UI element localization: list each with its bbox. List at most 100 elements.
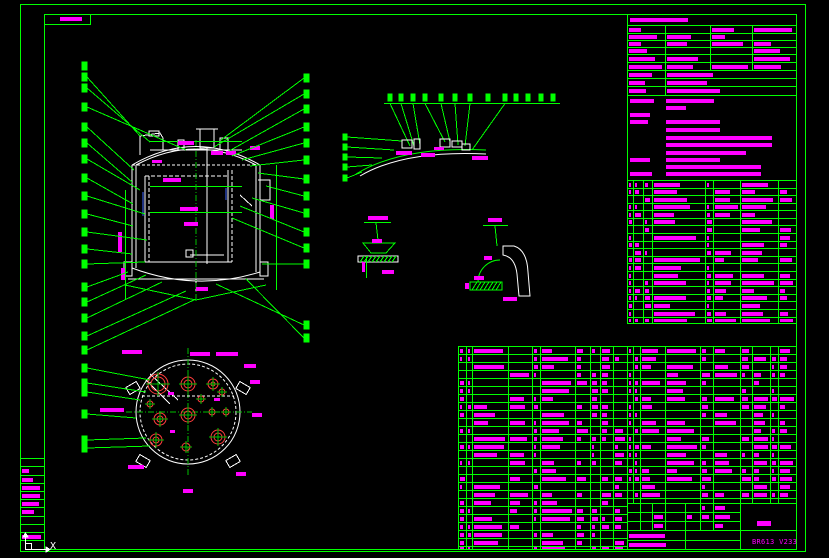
drawing-number: BR613 V233: [752, 538, 797, 546]
nozzle-label: [122, 350, 142, 354]
parts-list-text: [592, 525, 595, 529]
head-knuckle-plate: [502, 245, 531, 297]
nozzle-table-text: [742, 243, 764, 247]
parts-list-text: [772, 437, 774, 441]
parts-list-text: [629, 477, 631, 481]
notes-text: [754, 49, 780, 53]
parts-list-text: [592, 461, 596, 465]
parts-list-text: [715, 469, 732, 473]
parts-list-text: [667, 365, 693, 369]
parts-list-text: [780, 397, 794, 401]
parts-list-text: [577, 525, 581, 529]
part-balloon: [342, 163, 348, 171]
parts-list-text: [667, 429, 694, 433]
parts-list-text: [577, 477, 586, 481]
title-block-text: [715, 524, 723, 528]
nozzle-table-text: [780, 319, 793, 322]
nozzle-table-text: [654, 296, 686, 300]
parts-list-text: [592, 397, 597, 401]
nozzle-table-text: [742, 220, 772, 224]
parts-list-text: [577, 517, 584, 521]
parts-list-text: [629, 413, 631, 417]
hatch-line: [375, 255, 381, 263]
parts-list-text: [615, 453, 624, 457]
parts-list-text: [534, 517, 536, 521]
notes-text: [630, 113, 650, 117]
nozzle-table-text: [742, 312, 763, 316]
title-block-border: [627, 503, 797, 550]
nozzle-table-text: [629, 190, 631, 194]
revision-text: [22, 510, 34, 514]
parts-list-text: [577, 541, 582, 545]
notes-text: [629, 42, 641, 46]
parts-list-text: [542, 517, 570, 521]
parts-list-text: [577, 405, 582, 409]
parts-list-text: [602, 547, 609, 549]
part-balloon: [81, 209, 88, 219]
bottom-outlet-flange: [185, 249, 194, 258]
part-balloon: [81, 83, 88, 93]
parts-list-text: [602, 381, 607, 385]
parts-list-text: [642, 445, 651, 449]
weld-size-text: [372, 239, 382, 243]
nozzle-table-text: [707, 274, 711, 278]
dimension-text: [180, 207, 198, 211]
parts-list-text: [542, 469, 556, 473]
nozzle-table-text: [707, 312, 711, 316]
nozzle-table-text: [742, 251, 762, 255]
parts-list-text: [602, 365, 610, 369]
nozzle-table-text: [707, 183, 709, 187]
parts-list-text: [474, 485, 500, 489]
parts-list-text: [592, 349, 595, 353]
parts-list-text: [780, 477, 792, 481]
parts-list-text: [772, 373, 775, 377]
detail-text: [503, 297, 517, 301]
parts-list-text: [602, 413, 607, 417]
parts-list-text: [602, 437, 606, 441]
nozzle-table-text: [715, 289, 726, 293]
parts-list-text: [702, 349, 706, 353]
parts-list-text: [772, 493, 775, 497]
parts-list-text: [754, 405, 766, 409]
detail-nozzle: [413, 138, 421, 150]
nozzle-table-text: [715, 312, 726, 316]
part-balloon: [303, 89, 310, 99]
parts-list-text: [754, 461, 767, 465]
nozzle-table-text: [645, 289, 649, 293]
part-balloon: [81, 154, 88, 164]
parts-list-text: [468, 405, 471, 409]
notes-text: [754, 57, 790, 61]
nozzle-table-text: [629, 183, 631, 187]
parts-list-text: [635, 397, 638, 401]
parts-list-text: [667, 397, 685, 401]
part-balloon: [303, 208, 310, 218]
parts-list-text: [460, 525, 463, 529]
parts-list-text: [715, 453, 727, 457]
nozzle-table-text: [707, 205, 709, 209]
parts-list-text: [474, 349, 503, 353]
parts-list-text: [474, 541, 498, 545]
parts-list-text: [754, 421, 765, 425]
part-balloon: [467, 93, 473, 102]
parts-list-text: [468, 509, 470, 513]
parts-list-text: [772, 389, 774, 393]
parts-list-text: [542, 547, 565, 549]
parts-list-text: [702, 357, 706, 361]
parts-list-text: [534, 357, 537, 361]
outer-border: [20, 4, 806, 552]
nozzle-table-text: [780, 312, 788, 316]
title-block-text: [715, 515, 730, 519]
notes-text: [629, 73, 652, 77]
parts-list-text: [780, 493, 788, 497]
nozzle-table-text: [635, 243, 639, 247]
part-balloon: [81, 345, 88, 355]
nozzle-table-text: [715, 190, 730, 194]
dimension-text: [226, 151, 236, 155]
parts-list-text: [780, 365, 787, 369]
parts-list-text: [542, 493, 552, 497]
parts-list-text: [542, 389, 569, 393]
part-balloon: [410, 93, 416, 102]
parts-list-text: [460, 509, 464, 513]
nozzle-table-text: [635, 296, 637, 300]
